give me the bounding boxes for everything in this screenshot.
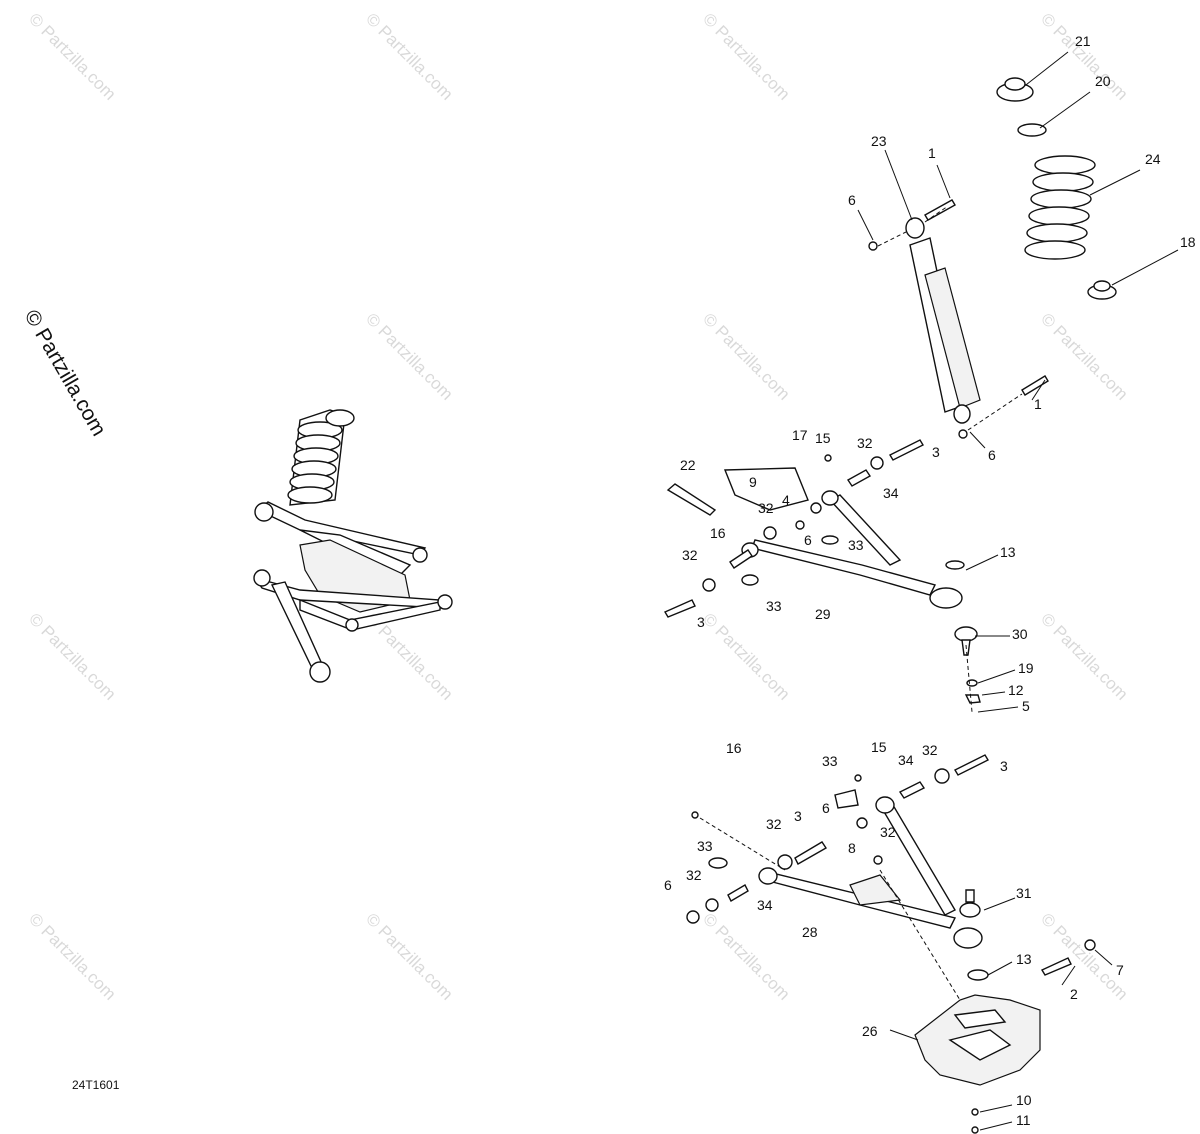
leader-lines [857, 51, 1179, 1131]
upper-a-arm-part [663, 439, 981, 704]
callout-5: 5 [1022, 698, 1030, 714]
callout-32: 32 [682, 547, 698, 563]
callout-29: 29 [815, 606, 831, 622]
callout-21: 21 [1075, 33, 1091, 49]
callout-34: 34 [883, 485, 899, 501]
callout-9: 9 [749, 474, 757, 490]
callout-10: 10 [1016, 1092, 1032, 1108]
callout-6: 6 [848, 192, 856, 208]
callout-1: 1 [1034, 396, 1042, 412]
watermark: © Partzilla.com [1037, 309, 1131, 403]
callout-11: 11 [1016, 1112, 1031, 1128]
callout-32: 32 [766, 816, 782, 832]
callout-labels: 21 20 24 18 23 1 6 1 6 17 15 32 3 22 9 4… [664, 33, 1196, 1128]
watermark: © Partzilla.com [699, 309, 793, 403]
watermark: © Partzilla.com [699, 909, 793, 1003]
callout-18: 18 [1180, 234, 1196, 250]
assembled-suspension-view [253, 409, 453, 683]
callout-16: 16 [726, 740, 742, 756]
watermark: © Partzilla.com [1037, 609, 1131, 703]
callout-23: 23 [871, 133, 887, 149]
callout-6: 6 [822, 800, 830, 816]
callout-31: 31 [1016, 885, 1032, 901]
callout-32: 32 [880, 824, 896, 840]
callout-6: 6 [804, 532, 812, 548]
watermark: © Partzilla.com [25, 609, 119, 703]
callout-1: 1 [928, 145, 936, 161]
spring-coils [287, 421, 343, 504]
diagram-code: 24T1601 [72, 1078, 120, 1092]
watermark: © Partzilla.com [362, 309, 456, 403]
callout-33: 33 [766, 598, 782, 614]
watermark-layer: © Partzilla.com © Partzilla.com © Partzi… [25, 9, 1131, 1003]
spring-parts [996, 77, 1117, 300]
callout-28: 28 [802, 924, 818, 940]
callout-3: 3 [932, 444, 940, 460]
callout-16: 16 [710, 525, 726, 541]
callout-2: 2 [1070, 986, 1078, 1002]
callout-13: 13 [1016, 951, 1032, 967]
shock-absorber-part [868, 199, 1049, 439]
callout-22: 22 [680, 457, 696, 473]
callout-33: 33 [848, 537, 864, 553]
copyright-text: © Partzilla.com [20, 306, 111, 440]
watermark: © Partzilla.com [699, 9, 793, 103]
callout-32: 32 [857, 435, 873, 451]
watermark: © Partzilla.com [699, 609, 793, 703]
watermark: © Partzilla.com [1037, 909, 1131, 1003]
watermark: © Partzilla.com [25, 9, 119, 103]
callout-34: 34 [898, 752, 914, 768]
callout-7: 7 [1116, 962, 1124, 978]
callout-15: 15 [815, 430, 831, 446]
callout-32: 32 [922, 742, 938, 758]
callout-34: 34 [757, 897, 773, 913]
callout-3: 3 [794, 808, 802, 824]
callout-20: 20 [1095, 73, 1111, 89]
callout-32: 32 [686, 867, 702, 883]
callout-6: 6 [988, 447, 996, 463]
callout-24: 24 [1145, 151, 1161, 167]
dashed-alignment-lines [699, 205, 1023, 1001]
callout-32: 32 [758, 500, 774, 516]
callout-13: 13 [1000, 544, 1016, 560]
callout-6: 6 [664, 877, 672, 893]
callout-26: 26 [862, 1023, 878, 1039]
callout-15: 15 [871, 739, 887, 755]
callout-8: 8 [848, 840, 856, 856]
callout-12: 12 [1008, 682, 1024, 698]
watermark: © Partzilla.com [362, 9, 456, 103]
callout-4: 4 [782, 492, 790, 508]
watermark: © Partzilla.com [25, 909, 119, 1003]
skid-plate-part [914, 994, 1041, 1134]
callout-30: 30 [1012, 626, 1028, 642]
callout-3: 3 [697, 614, 705, 630]
watermark: © Partzilla.com [362, 909, 456, 1003]
callout-33: 33 [822, 753, 838, 769]
watermark: © Partzilla.com [1037, 9, 1131, 103]
callout-19: 19 [1018, 660, 1034, 676]
callout-3: 3 [1000, 758, 1008, 774]
callout-17: 17 [792, 427, 808, 443]
callout-33: 33 [697, 838, 713, 854]
